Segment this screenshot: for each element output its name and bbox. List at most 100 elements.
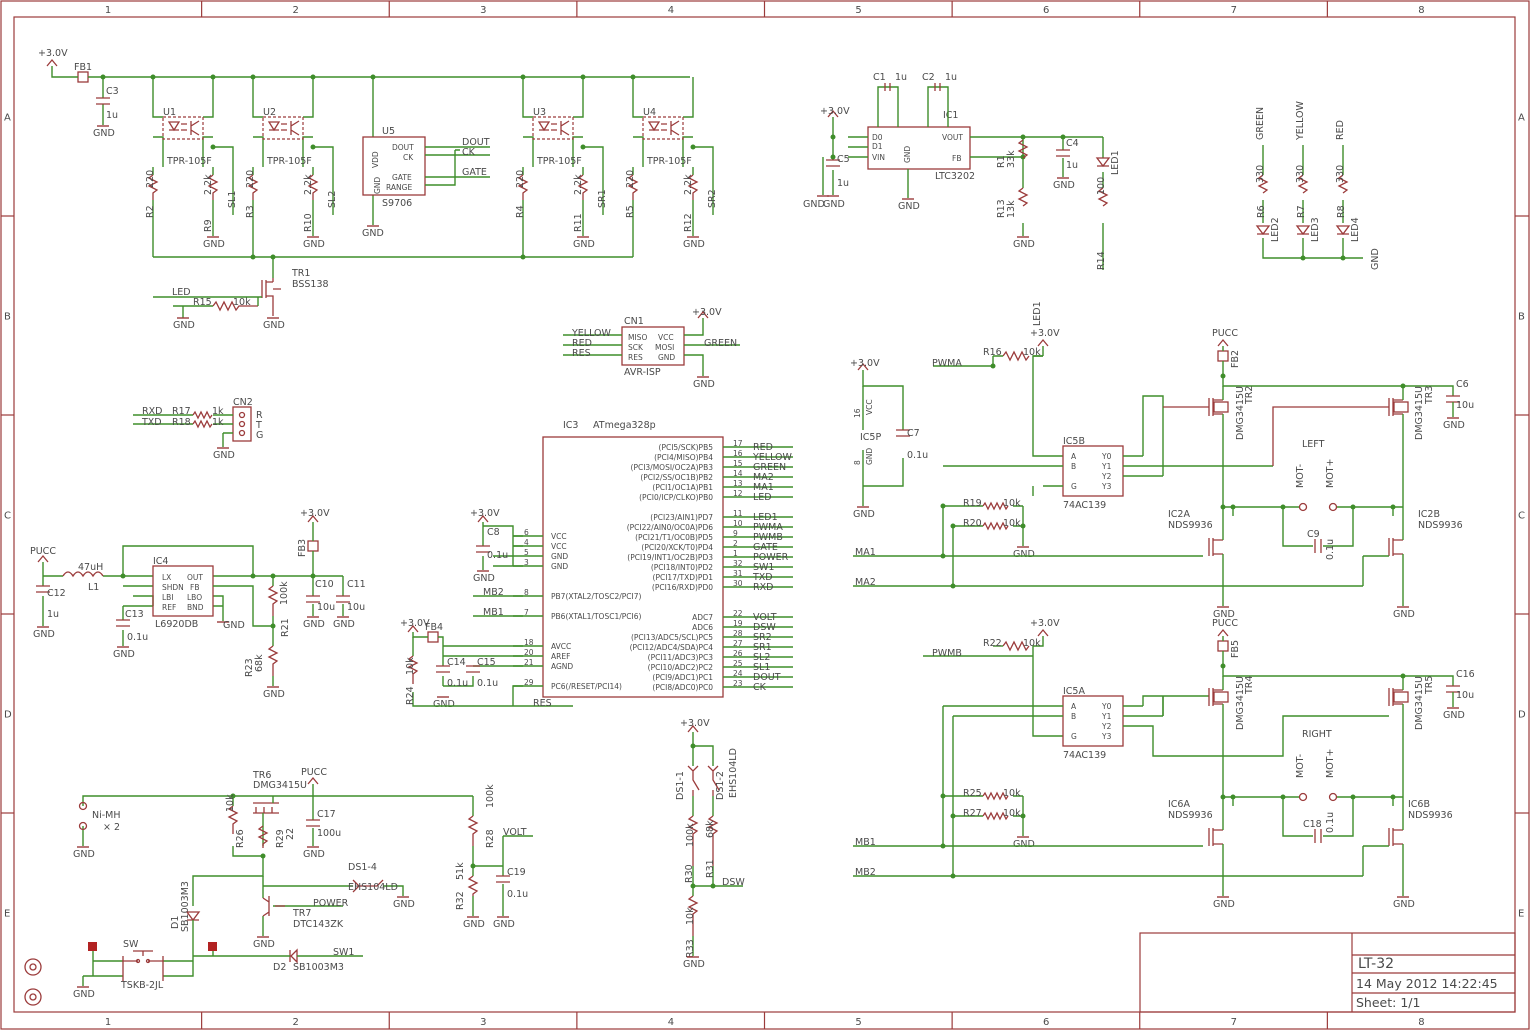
svg-text:9: 9 — [733, 529, 738, 538]
svg-text:GND: GND — [203, 239, 225, 250]
svg-text:R26: R26 — [235, 829, 246, 848]
svg-text:C9: C9 — [1307, 529, 1320, 540]
svg-text:U1: U1 — [163, 107, 176, 118]
svg-text:PB7(XTAL2/TOSC2/PCI7): PB7(XTAL2/TOSC2/PCI7) — [551, 592, 642, 601]
svg-text:MOT+: MOT+ — [1325, 459, 1336, 488]
svg-text:GATE: GATE — [462, 167, 487, 178]
svg-text:SW1: SW1 — [333, 947, 354, 958]
svg-text:R27: R27 — [963, 808, 982, 819]
svg-text:1k: 1k — [212, 417, 224, 428]
svg-text:SW1: SW1 — [753, 562, 774, 573]
svg-text:GND: GND — [93, 128, 115, 139]
svg-text:SB1003M3: SB1003M3 — [180, 881, 191, 932]
svg-text:IC1: IC1 — [943, 110, 958, 121]
svg-text:(PCI9/ADC1)PC1: (PCI9/ADC1)PC1 — [652, 673, 713, 682]
svg-text:DOUT: DOUT — [462, 137, 490, 148]
svg-text:68k: 68k — [254, 654, 265, 672]
svg-text:IC6A: IC6A — [1168, 799, 1190, 810]
svg-text:C16: C16 — [1456, 669, 1475, 680]
svg-text:VCC: VCC — [865, 399, 874, 415]
svg-text:VCC: VCC — [551, 542, 567, 551]
svg-text:1u: 1u — [945, 72, 957, 83]
svg-text:26: 26 — [733, 649, 743, 658]
svg-text:DOUT: DOUT — [392, 143, 414, 152]
svg-text:DMG3415U: DMG3415U — [1235, 386, 1246, 440]
svg-text:LED: LED — [753, 492, 772, 503]
svg-text:GND: GND — [173, 320, 195, 331]
svg-text:10k: 10k — [225, 794, 236, 812]
frame-column-label: 6 — [1043, 5, 1049, 16]
svg-text:C3: C3 — [106, 86, 119, 97]
svg-text:51k: 51k — [455, 862, 466, 880]
svg-text:OUT: OUT — [187, 573, 203, 582]
svg-text:R3: R3 — [245, 205, 256, 218]
svg-text:FB: FB — [190, 583, 199, 592]
svg-text:24: 24 — [733, 669, 743, 678]
svg-text:DMG3415U: DMG3415U — [253, 780, 307, 791]
svg-text:ATmega328p: ATmega328p — [593, 420, 656, 431]
mounting-holes — [24, 958, 42, 1006]
svg-text:RED: RED — [1335, 120, 1346, 140]
svg-text:RES: RES — [628, 353, 643, 362]
svg-text:LED4: LED4 — [1350, 217, 1361, 242]
svg-text:R9: R9 — [203, 219, 214, 232]
svg-text:C17: C17 — [317, 809, 336, 820]
svg-text:10k: 10k — [405, 657, 416, 675]
svg-text:GND: GND — [362, 228, 384, 239]
svg-text:PUCC: PUCC — [30, 546, 56, 557]
frame-row-label: C — [1518, 511, 1525, 522]
svg-text:29: 29 — [524, 678, 534, 687]
svg-text:11: 11 — [733, 509, 743, 518]
svg-text:GND: GND — [823, 199, 845, 210]
svg-text:SL2: SL2 — [753, 652, 770, 663]
svg-text:BND: BND — [187, 603, 204, 612]
svg-text:GND: GND — [683, 959, 705, 970]
svg-text:MB2: MB2 — [855, 867, 876, 878]
svg-text:R12: R12 — [683, 213, 694, 232]
svg-text:R31: R31 — [705, 859, 716, 878]
svg-text:20: 20 — [524, 648, 534, 657]
svg-text:17: 17 — [733, 439, 743, 448]
svg-text:GND: GND — [303, 619, 325, 630]
svg-text:CK: CK — [462, 147, 476, 158]
svg-text:Ni-MH: Ni-MH — [92, 810, 121, 821]
svg-text:74AC139: 74AC139 — [1063, 750, 1106, 761]
svg-text:2: 2 — [733, 539, 738, 548]
svg-text:+3.0V: +3.0V — [692, 307, 722, 318]
svg-text:GND: GND — [898, 201, 920, 212]
svg-text:10u: 10u — [1456, 690, 1474, 701]
svg-text:GND: GND — [113, 649, 135, 660]
svg-text:10k: 10k — [1003, 518, 1021, 529]
svg-text:GND: GND — [1393, 899, 1415, 910]
svg-text:220: 220 — [625, 170, 636, 188]
svg-text:S9706: S9706 — [382, 198, 412, 209]
svg-text:SCK: SCK — [628, 343, 644, 352]
svg-text:68k: 68k — [705, 820, 716, 838]
svg-text:C13: C13 — [125, 609, 144, 620]
svg-text:C19: C19 — [507, 867, 526, 878]
svg-text:RES: RES — [572, 348, 591, 359]
svg-text:10u: 10u — [317, 602, 335, 613]
svg-text:CN1: CN1 — [624, 316, 644, 327]
svg-text:AVCC: AVCC — [551, 642, 571, 651]
svg-text:DTC143ZK: DTC143ZK — [293, 919, 344, 930]
svg-text:+3.0V: +3.0V — [300, 508, 330, 519]
svg-text:U5: U5 — [382, 126, 395, 137]
svg-text:3: 3 — [524, 558, 529, 567]
svg-text:28: 28 — [733, 629, 743, 638]
svg-text:10k: 10k — [1003, 788, 1021, 799]
svg-text:CK: CK — [403, 153, 414, 162]
svg-text:ADC6: ADC6 — [692, 623, 713, 632]
svg-text:GND: GND — [303, 849, 325, 860]
svg-text:DMG3415U: DMG3415U — [1414, 676, 1425, 730]
svg-text:R18: R18 — [172, 417, 191, 428]
svg-text:TR3: TR3 — [1424, 386, 1435, 405]
mcu-left-pin: PB7(XTAL2/TOSC2/PCI7)8 — [513, 588, 642, 601]
svg-text:B: B — [1071, 462, 1076, 471]
svg-text:MA1: MA1 — [753, 482, 774, 493]
